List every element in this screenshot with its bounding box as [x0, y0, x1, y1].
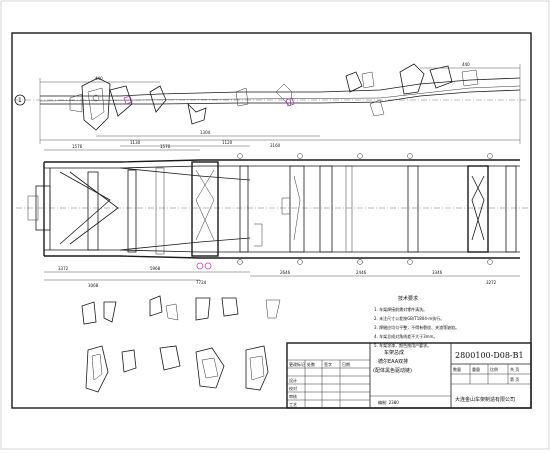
dim-plan-bot-8: 3272 [486, 280, 497, 285]
side-view [14, 63, 528, 144]
dim-plan-bot-1: 3372 [58, 266, 69, 271]
tb-right-3: 共 页 [510, 366, 519, 372]
note-1: 1. 车架焊接前需对零件清洗。 [374, 306, 427, 312]
title-line-1: 车架总成 [384, 349, 404, 356]
company-name: 大连金山车架制造有限公司 [455, 396, 515, 403]
tb-row-0: 设计 [289, 377, 297, 383]
note-4: 4. 车架总成对角线差不大于3mm。 [374, 333, 437, 339]
plan-view [16, 145, 528, 281]
dim-plan-bot-3: 5968 [150, 266, 161, 271]
dim-plan-bot-2: 3068 [88, 283, 99, 288]
dim-plan-bot-5: 2646 [280, 270, 291, 275]
drawing-number: 2800100-D08-B1 [455, 351, 524, 360]
tb-row-3: 工艺 [289, 402, 297, 407]
drawing-frame [11, 32, 532, 409]
note-2: 2. 未注尺寸公差按GB/T1804-m执行。 [374, 315, 444, 321]
dim-plan-bot-4: 7724 [196, 280, 207, 285]
tb-header-2: 签字 [324, 361, 332, 367]
tb-header-0: 更改标记 [289, 361, 305, 367]
dim-side-2: 1304 [200, 130, 211, 135]
section-marker-circle [14, 94, 26, 106]
tb-header-1: 处数 [307, 361, 315, 367]
dim-side-4: 3160 [270, 143, 281, 148]
dim-plan-top-2: 1130 [130, 140, 141, 145]
tb-right-2: 比例 [490, 366, 498, 372]
tb-right-1: 重量 [472, 366, 480, 372]
tb-row-2: 审核 [289, 393, 297, 399]
tb-right-sub-0: 第 页 [510, 376, 519, 382]
detail-sections [81, 295, 281, 393]
title-line-2: 德尔EAA双排 [378, 358, 408, 365]
dim-plan-top-3: 1570 [160, 144, 171, 149]
tb-right-0: 数量 [453, 366, 461, 372]
dim-plan-bot-6: 2446 [356, 270, 367, 275]
notes-heading: 技术要求 [398, 295, 418, 302]
note-5: 5. 车架涂漆，颜色按用户要求。 [374, 342, 431, 348]
dim-plan-top-1: 1576 [72, 144, 83, 149]
title-block [286, 342, 532, 409]
dim-side-3: 440 [462, 62, 470, 67]
dim-plan-top-4: 1120 [222, 140, 233, 145]
section-marker-label: 1 [18, 97, 22, 104]
dim-plan-bot-7: 3346 [432, 270, 443, 275]
tb-row-1: 校对 [289, 385, 297, 391]
dim-side-1: 440 [95, 76, 103, 81]
title-line-3: (配体黑色驱动链) [373, 367, 412, 374]
note-3: 3. 焊缝应均匀平整，不得有裂纹、夹渣等缺陷。 [374, 324, 459, 330]
scale-label: 编制: 2380 [378, 399, 399, 405]
tb-header-3: 日期 [342, 361, 350, 367]
